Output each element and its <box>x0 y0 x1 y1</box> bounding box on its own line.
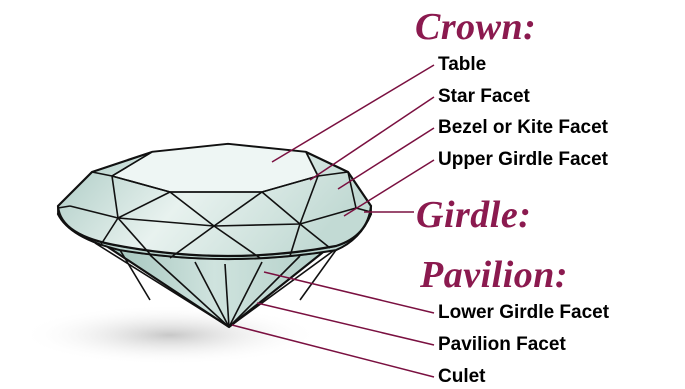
label-lower-girdle-facet: Lower Girdle Facet <box>438 303 609 322</box>
label-culet: Culet <box>438 367 486 386</box>
label-table: Table <box>438 55 486 74</box>
girdle-heading: Girdle: <box>416 196 531 234</box>
label-upper-girdle-facet: Upper Girdle Facet <box>438 150 608 169</box>
label-pavilion-facet: Pavilion Facet <box>438 335 566 354</box>
gem-shadow <box>20 305 320 365</box>
leader-bezel-facet <box>338 128 434 189</box>
pavilion-heading: Pavilion: <box>420 256 568 294</box>
crown-heading: Crown: <box>415 8 536 46</box>
leader-lower-girdle-facet <box>264 272 434 313</box>
label-star-facet: Star Facet <box>438 87 530 106</box>
label-bezel-facet: Bezel or Kite Facet <box>438 118 608 137</box>
